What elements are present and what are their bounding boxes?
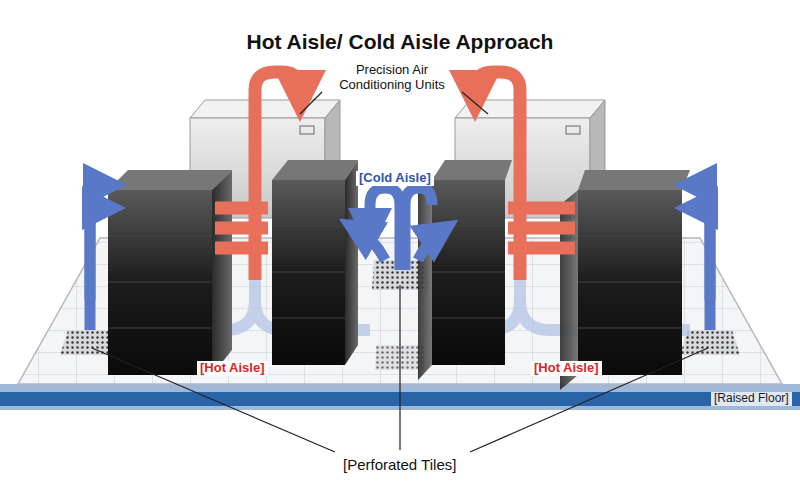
aisle-label: [Hot Aisle] [197, 361, 268, 376]
diagram-title: Hot Aisle/ Cold Aisle Approach [140, 30, 660, 54]
floor-label: [Raised Floor] [711, 392, 792, 406]
aisle-label: [Cold Aisle] [356, 171, 434, 186]
tiles-label: [Perforated Tiles] [340, 456, 459, 473]
server-racks [108, 160, 690, 390]
aisle-label: [Hot Aisle] [531, 361, 602, 376]
unit-label: Precision Air Conditioning Units [322, 63, 462, 93]
